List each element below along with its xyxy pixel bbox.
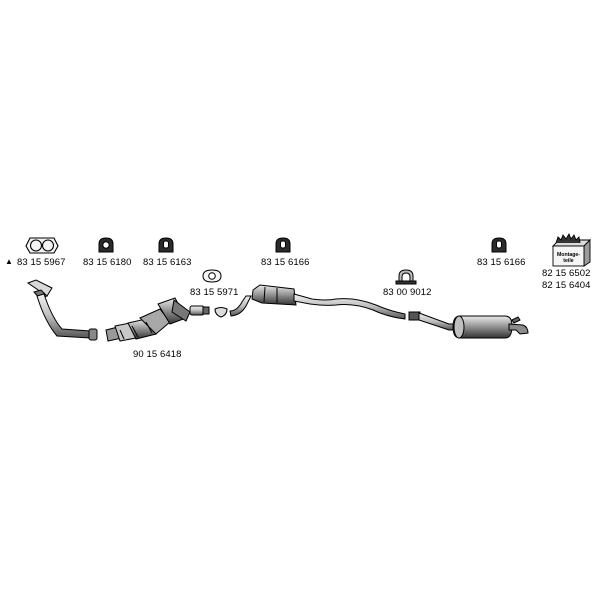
intermediate-connector: [189, 305, 228, 318]
part-number-catalytic-converter: 90 15 6418: [133, 349, 182, 360]
part-number-hanger-2: 83 15 6163: [143, 257, 192, 268]
part-number-gasket-2: 83 15 5971: [190, 287, 239, 298]
part-number-mounting-kit-2: 82 15 6404: [542, 280, 591, 291]
rubber-hanger-4-icon: [491, 237, 507, 253]
part-number-mounting-kit-1: 82 15 6502: [542, 268, 591, 279]
mounting-kit-box-text-1: Montage-: [557, 252, 580, 258]
mounting-kit-box-icon: [551, 232, 592, 267]
catalytic-converter: [105, 297, 191, 342]
triangle-mark-icon: ▲: [5, 257, 14, 266]
part-number-clamp: 83 00 9012: [383, 287, 432, 298]
clamp-icon: [395, 269, 417, 285]
rubber-hanger-2-icon: [158, 237, 174, 253]
part-number-hanger-3: 83 15 6166: [261, 257, 310, 268]
middle-pipe-silencer: [229, 284, 406, 320]
front-down-pipe: [26, 279, 98, 341]
gasket-oval-icon: [202, 269, 222, 283]
rubber-hanger-3-icon: [275, 237, 291, 253]
mounting-kit-box-text-2: teile: [563, 258, 573, 264]
part-number-hanger-4: 83 15 6166: [477, 257, 526, 268]
gasket-flange-icon: [25, 237, 59, 254]
part-number-gasket-flange: 83 15 5967: [17, 257, 66, 268]
rear-muffler: [408, 311, 529, 339]
part-number-hanger-1: 83 15 6180: [83, 257, 132, 268]
rubber-hanger-1-icon: [98, 237, 114, 253]
